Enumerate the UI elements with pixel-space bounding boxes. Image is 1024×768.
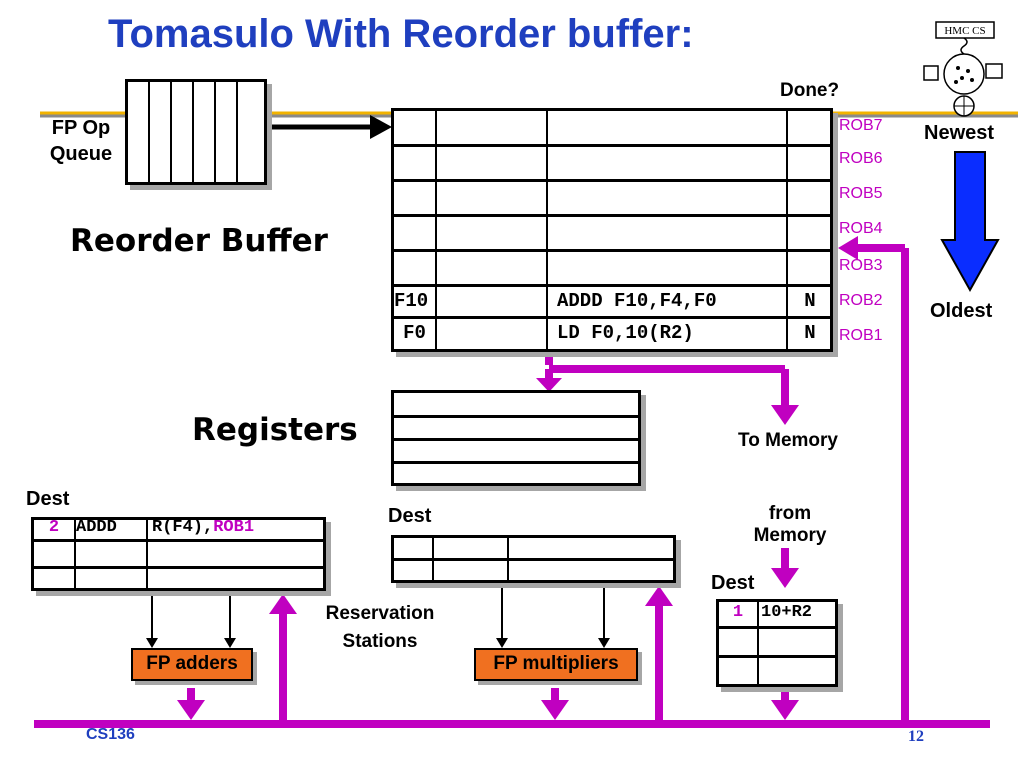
- cdb-to-rob-arrowhead: [838, 236, 858, 260]
- rob2-label: ROB2: [839, 292, 883, 309]
- from-memory-arrowhead: [771, 568, 799, 588]
- reservation-stations-label: Reservation Stations: [325, 603, 435, 652]
- rob1-dest: F0: [403, 322, 426, 344]
- done-column-label: Done?: [780, 80, 840, 101]
- page-title: Tomasulo With Reorder buffer:: [108, 12, 694, 56]
- rob2-dest: F10: [394, 290, 429, 312]
- newest-to-oldest-arrow: [940, 151, 1000, 293]
- register-file: [391, 390, 641, 486]
- rob4-label: ROB4: [839, 220, 883, 237]
- fp-op-queue-label: FP Op Queue: [49, 117, 113, 165]
- adder-reservation-stations: 2 ADDD R(F4),ROB1: [31, 517, 326, 591]
- fp-multipliers-unit: FP multipliers: [474, 648, 638, 681]
- fp-op-queue: [125, 79, 267, 185]
- rob7-label: ROB7: [839, 117, 883, 134]
- rob1-done: N: [804, 322, 816, 344]
- reorder-buffer-label: Reorder Buffer: [70, 223, 328, 259]
- rob2-done: N: [804, 290, 816, 312]
- rob5-label: ROB5: [839, 185, 883, 202]
- footer-course: CS136: [86, 726, 135, 743]
- load-buffer: 1 10+R2: [716, 599, 838, 687]
- adder-rs-operands: R(F4),ROB1: [152, 518, 255, 537]
- svg-text:HMC CS: HMC CS: [944, 25, 985, 37]
- load-buffer-tag: 1: [732, 603, 744, 622]
- hmc-cs-logo: HMC CS: [923, 21, 1003, 117]
- multiplier-reservation-stations: [391, 535, 676, 583]
- oldest-label: Oldest: [930, 300, 993, 322]
- fp-adders-unit: FP adders: [131, 648, 253, 681]
- footer-page-number: 12: [908, 728, 924, 745]
- adder-rs-dest-label: Dest: [26, 488, 70, 510]
- rob1-instruction: LD F0,10(R2): [557, 322, 694, 344]
- load-buffer-value: 10+R2: [761, 603, 813, 622]
- reorder-buffer-table: F10 ADDD F10,F4,F0 N F0 LD F0,10(R2) N: [391, 108, 833, 352]
- rob-to-registers-arrowhead: [536, 378, 562, 392]
- rob1-label: ROB1: [839, 327, 883, 344]
- rob6-label: ROB6: [839, 150, 883, 167]
- rob2-instruction: ADDD F10,F4,F0: [557, 290, 717, 312]
- from-memory-label: from Memory: [753, 503, 827, 546]
- load-buffer-dest-label: Dest: [711, 572, 755, 594]
- adder-rs-tag: 2: [48, 518, 60, 537]
- to-memory-arrowhead: [771, 405, 799, 425]
- adder-rs-op: ADDD: [76, 518, 117, 537]
- mult-rs-dest-label: Dest: [388, 505, 432, 527]
- rob3-label: ROB3: [839, 257, 883, 274]
- registers-label: Registers: [192, 412, 358, 448]
- to-memory-label: To Memory: [738, 430, 838, 451]
- newest-label: Newest: [924, 122, 995, 144]
